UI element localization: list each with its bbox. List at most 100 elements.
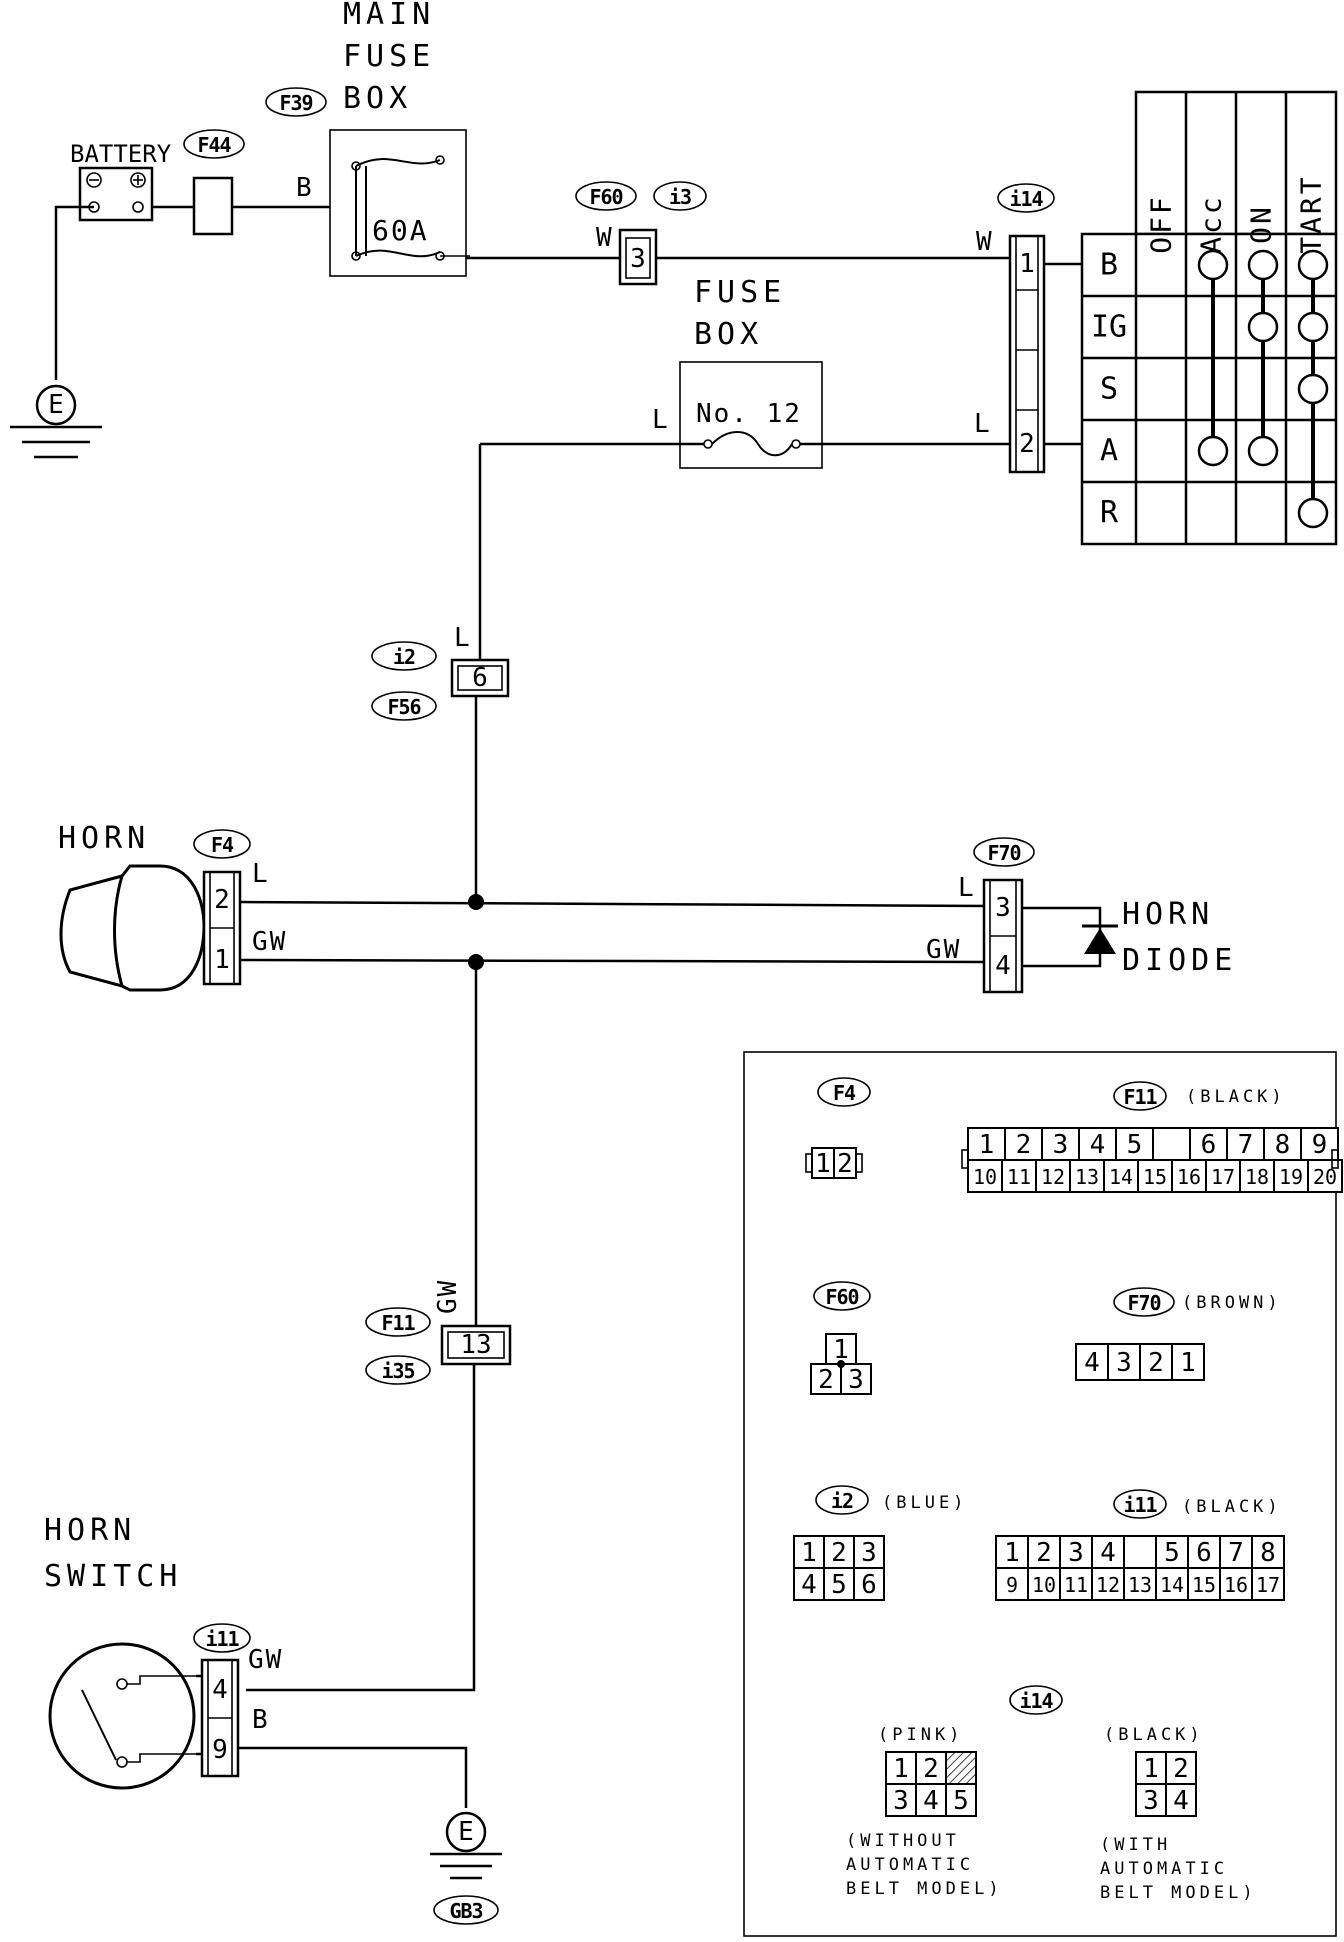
- legend-f70-pin: 3: [1116, 1348, 1132, 1378]
- wire-color-gw-switch: GW: [248, 1645, 283, 1675]
- horn-symbol: [59, 864, 206, 992]
- svg-text:4: 4: [212, 1675, 228, 1705]
- legend-f11-pin: 18: [1245, 1165, 1269, 1189]
- legend-i14-tag-oval: [1009, 1685, 1063, 1715]
- legend-i14-tag: i14: [1019, 1689, 1053, 1713]
- wire-color-gw-horn: GW: [252, 927, 287, 957]
- switch-contact: [1247, 311, 1279, 343]
- svg-text:1: 1: [214, 945, 230, 975]
- legend-i2-tag-oval: [815, 1485, 869, 1515]
- switch-contact: [1297, 497, 1329, 529]
- connector-f60: 3: [618, 228, 658, 286]
- connector-f4: 2 1: [202, 870, 242, 986]
- legend-i2-pin: 6: [861, 1570, 877, 1600]
- svg-text:9: 9: [212, 1735, 228, 1765]
- wire-color-l-horn: L: [252, 859, 270, 889]
- legend-i11-pin: 6: [1196, 1538, 1212, 1568]
- switch-contact: [1297, 373, 1329, 405]
- legend-i11-pin: 12: [1096, 1573, 1120, 1597]
- legend-i11-pin: 1: [1004, 1538, 1020, 1568]
- legend-i11-pin: 10: [1032, 1573, 1056, 1597]
- main-fuse-box: 60A: [329, 129, 467, 277]
- legend-f11-pin: 11: [1007, 1165, 1031, 1189]
- switch-position-on: ON: [1245, 204, 1278, 244]
- svg-text:F56: F56: [387, 695, 420, 719]
- legend-f70-pin: 2: [1148, 1348, 1164, 1378]
- legend-f60-pin: 2: [818, 1365, 834, 1395]
- legend-i14-black-pin: 2: [1173, 1754, 1189, 1784]
- legend-f11-pin: 8: [1275, 1130, 1291, 1160]
- horn-switch-symbol: [48, 1642, 196, 1790]
- legend-i11-pin: 4: [1100, 1538, 1116, 1568]
- svg-text:F44: F44: [197, 133, 231, 157]
- svg-text:1: 1: [1019, 249, 1035, 279]
- switch-contact: [1247, 249, 1279, 281]
- svg-text:F70: F70: [987, 841, 1020, 865]
- legend-i14-black-note: BELT MODEL): [1100, 1883, 1257, 1903]
- legend-f11-pin: 7: [1238, 1130, 1254, 1160]
- wire-color-l-diode: L: [958, 873, 976, 903]
- legend-f11-tag-oval: [1113, 1081, 1167, 1111]
- horn-diode-label-2: DIODE: [1122, 943, 1237, 978]
- legend-f11-color: (BLACK): [1186, 1087, 1286, 1107]
- legend-f60-tag-oval: [813, 1281, 871, 1311]
- legend-i11-pin: 17: [1256, 1573, 1280, 1597]
- tag-f56: F56: [371, 691, 437, 721]
- svg-text:13: 13: [460, 1330, 491, 1360]
- switch-contact: [1197, 249, 1229, 281]
- legend-i11-pin: 13: [1128, 1573, 1152, 1597]
- legend-f4-tag-oval: [817, 1077, 871, 1107]
- svg-text:E: E: [458, 1817, 474, 1847]
- battery: BATTERY: [70, 140, 172, 222]
- svg-text:i35: i35: [381, 1359, 414, 1383]
- legend-f11-pin: 20: [1313, 1165, 1337, 1189]
- connector-i14: 1 2: [1008, 234, 1046, 474]
- legend-i2-pin: 2: [831, 1538, 847, 1568]
- legend-f4-pin: 2: [837, 1149, 853, 1179]
- legend-i11-pin: 3: [1068, 1538, 1084, 1568]
- wire-color-l-i2: L: [454, 623, 472, 653]
- svg-text:F11: F11: [381, 1311, 415, 1335]
- legend-f11-pin: 5: [1127, 1130, 1143, 1160]
- connector-legend-panel: [743, 1051, 1337, 1937]
- wire-color-b: B: [296, 173, 314, 203]
- legend-f11-pin: 6: [1201, 1130, 1217, 1160]
- svg-text:2: 2: [214, 885, 230, 915]
- legend-f11-pin: 9: [1312, 1130, 1328, 1160]
- main-fuse-rating: 60A: [372, 214, 429, 247]
- legend-i11-color: (BLACK): [1182, 1497, 1282, 1517]
- svg-text:4: 4: [995, 951, 1011, 981]
- horn-diode-symbol: [1022, 906, 1118, 968]
- legend-f11-pin: 13: [1075, 1165, 1099, 1189]
- ground-label: E: [48, 390, 64, 420]
- connector-f70: 3 4: [982, 878, 1024, 994]
- legend-i14-pink-pin: 3: [893, 1786, 909, 1816]
- ground-e-top: E: [10, 384, 102, 459]
- tag-i11: i11: [193, 1623, 251, 1653]
- svg-text:F4: F4: [211, 833, 234, 857]
- battery-ground-wire: [54, 205, 94, 380]
- connector-i2: 6: [450, 658, 510, 698]
- legend-i14-pink-note: AUTOMATIC: [846, 1855, 974, 1875]
- wire-color-l-fuse: L: [652, 405, 670, 435]
- switch-position-acc: Acc: [1195, 194, 1228, 254]
- fuse-number: No. 12: [696, 399, 802, 429]
- horn-diode-label-1: HORN: [1122, 897, 1214, 932]
- legend-i2-pin: 5: [831, 1570, 847, 1600]
- legend-i14-black-pin: 3: [1143, 1786, 1159, 1816]
- switch-terminal-s: S: [1100, 372, 1118, 407]
- legend-i2-pin: 3: [861, 1538, 877, 1568]
- legend-f4-pin: 1: [815, 1149, 831, 1179]
- wire-color-gw-f11: GW: [433, 1279, 463, 1314]
- legend-i14-pink-note: BELT MODEL): [846, 1879, 1003, 1899]
- legend-i11-pin: 8: [1260, 1538, 1276, 1568]
- legend-i2-tag: i2: [831, 1489, 853, 1513]
- junction-l: [468, 894, 484, 910]
- horn-switch-label-2: SWITCH: [44, 1559, 182, 1594]
- switch-terminal-r: R: [1100, 496, 1119, 531]
- tag-f44: F44: [183, 129, 245, 159]
- legend-i11-tag: i11: [1123, 1493, 1157, 1517]
